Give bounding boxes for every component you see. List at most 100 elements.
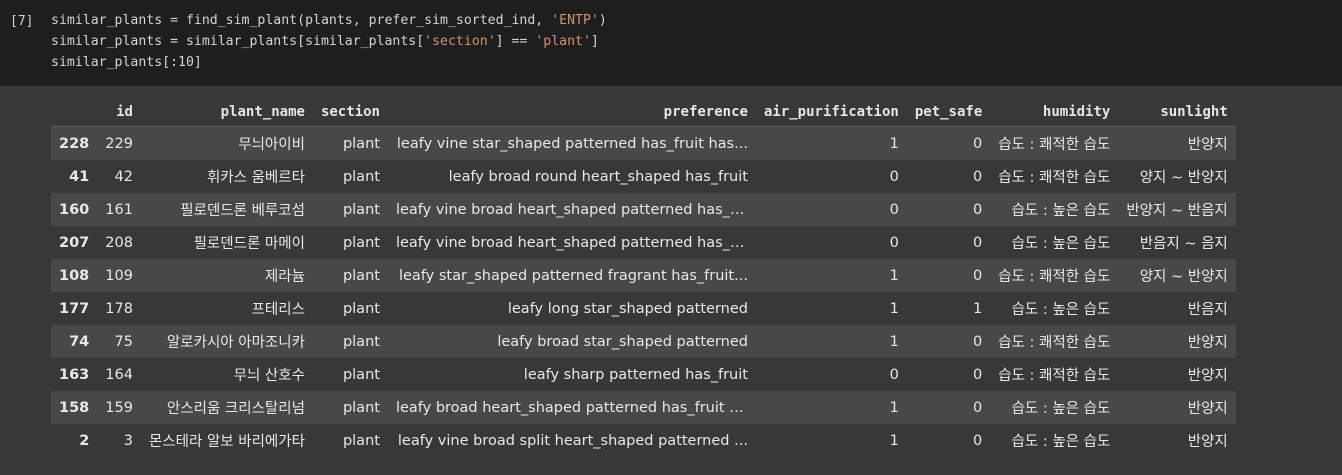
row-index: 108: [51, 259, 98, 292]
cell-sunlight: 반음지 ~ 음지: [1118, 226, 1236, 259]
row-index: 207: [51, 226, 98, 259]
cell-plant-name: 제라늄: [140, 259, 313, 292]
column-header-plant-name: plant_name: [140, 97, 313, 127]
cell-sunlight: 양지 ~ 반양지: [1118, 259, 1236, 292]
cell-sunlight: 반음지: [1118, 292, 1236, 325]
cell-preference: leafy vine star_shaped patterned has_fru…: [387, 126, 756, 160]
cell-section: plant: [312, 160, 388, 193]
string-literal: 'plant': [535, 34, 591, 49]
cell-id: 42: [97, 160, 141, 193]
cell-section: plant: [312, 358, 388, 391]
cell-pet-safe: 0: [906, 126, 991, 160]
cell-pet-safe: 1: [906, 292, 991, 325]
cell-pet-safe: 0: [906, 325, 991, 358]
row-index: 160: [51, 193, 98, 226]
cell-pet-safe: 0: [906, 391, 991, 424]
cell-plant-name: 휘카스 움베르타: [140, 160, 313, 193]
cell-humidity: 습도 : 높은 습도: [990, 226, 1119, 259]
column-header-sunlight: sunlight: [1118, 97, 1236, 127]
cell-id: 75: [97, 325, 141, 358]
code-lines[interactable]: similar_plants = find_sim_plant(plants, …: [51, 10, 607, 73]
column-header-air-purification: air_purification: [755, 97, 907, 127]
code-token: ): [598, 13, 607, 28]
cell-air-purification: 1: [755, 126, 907, 160]
cell-preference: leafy vine broad heart_shaped patterned …: [387, 226, 756, 259]
row-index: 2: [51, 424, 98, 457]
cell-humidity: 습도 : 쾌적한 습도: [990, 259, 1119, 292]
cell-air-purification: 1: [755, 391, 907, 424]
cell-air-purification: 1: [755, 325, 907, 358]
column-header-humidity: humidity: [990, 97, 1119, 127]
cell-pet-safe: 0: [906, 193, 991, 226]
cell-sunlight: 반양지: [1118, 391, 1236, 424]
cell-pet-safe: 0: [906, 226, 991, 259]
cell-humidity: 습도 : 쾌적한 습도: [990, 160, 1119, 193]
cell-pet-safe: 0: [906, 424, 991, 457]
cell-id: 164: [97, 358, 141, 391]
cell-air-purification: 1: [755, 292, 907, 325]
column-header-section: section: [312, 97, 388, 127]
cell-id: 178: [97, 292, 141, 325]
cell-sunlight: 반양지 ~ 반음지: [1118, 193, 1236, 226]
cell-plant-name: 무늬 산호수: [140, 358, 313, 391]
cell-humidity: 습도 : 쾌적한 습도: [990, 358, 1119, 391]
cell-id: 3: [97, 424, 141, 457]
cell-sunlight: 반양지: [1118, 358, 1236, 391]
row-index: 74: [51, 325, 98, 358]
column-header-id: id: [97, 97, 141, 127]
code-token: ]: [590, 34, 599, 49]
cell-section: plant: [312, 193, 388, 226]
cell-plant-name: 필로덴드론 베루코섬: [140, 193, 313, 226]
cell-id: 109: [97, 259, 141, 292]
cell-air-purification: 0: [755, 226, 907, 259]
cell-section: plant: [312, 424, 388, 457]
cell-section: plant: [312, 126, 388, 160]
row-index: 41: [51, 160, 98, 193]
row-index: 177: [51, 292, 98, 325]
code-token: similar_plants[:10]: [51, 55, 202, 70]
row-index: 163: [51, 358, 98, 391]
cell-plant-name: 필로덴드론 마메이: [140, 226, 313, 259]
cell-section: plant: [312, 325, 388, 358]
cell-air-purification: 1: [755, 424, 907, 457]
cell-section: plant: [312, 292, 388, 325]
code-line: similar_plants = similar_plants[similar_…: [51, 31, 607, 52]
code-editor[interactable]: [7] similar_plants = find_sim_plant(plan…: [0, 0, 1342, 86]
cell-air-purification: 0: [755, 193, 907, 226]
cell-plant-name: 안스리움 크리스탈리넘: [140, 391, 313, 424]
cell-section: plant: [312, 259, 388, 292]
cell-humidity: 습도 : 쾌적한 습도: [990, 126, 1119, 160]
cell-humidity: 습도 : 쾌적한 습도: [990, 325, 1119, 358]
cell-pet-safe: 0: [906, 358, 991, 391]
row-index: 158: [51, 391, 98, 424]
string-literal: 'ENTP': [551, 13, 599, 28]
cell-pet-safe: 0: [906, 259, 991, 292]
code-token: similar_plants = find_sim_plant(plants, …: [51, 13, 552, 28]
column-header-preference: preference: [387, 97, 756, 127]
cell-plant-name: 알로카시아 아마조니카: [140, 325, 313, 358]
cell-preference: leafy star_shaped patterned fragrant has…: [387, 259, 756, 292]
cell-plant-name: 프테리스: [140, 292, 313, 325]
cell-humidity: 습도 : 높은 습도: [990, 424, 1119, 457]
code-line: similar_plants = find_sim_plant(plants, …: [51, 10, 607, 31]
cell-id: 159: [97, 391, 141, 424]
cell-preference: leafy broad heart_shaped patterned has_f…: [387, 391, 756, 424]
cell-sunlight: 반양지: [1118, 126, 1236, 160]
execution-count: [7]: [10, 14, 34, 29]
row-index: 228: [51, 126, 98, 160]
cell-preference: leafy vine broad split heart_shaped patt…: [387, 424, 756, 457]
cell-pet-safe: 0: [906, 160, 991, 193]
code-line: similar_plants[:10]: [51, 52, 607, 73]
cell-humidity: 습도 : 높은 습도: [990, 391, 1119, 424]
cell-id: 161: [97, 193, 141, 226]
cell-preference: leafy long star_shaped patterned: [387, 292, 756, 325]
